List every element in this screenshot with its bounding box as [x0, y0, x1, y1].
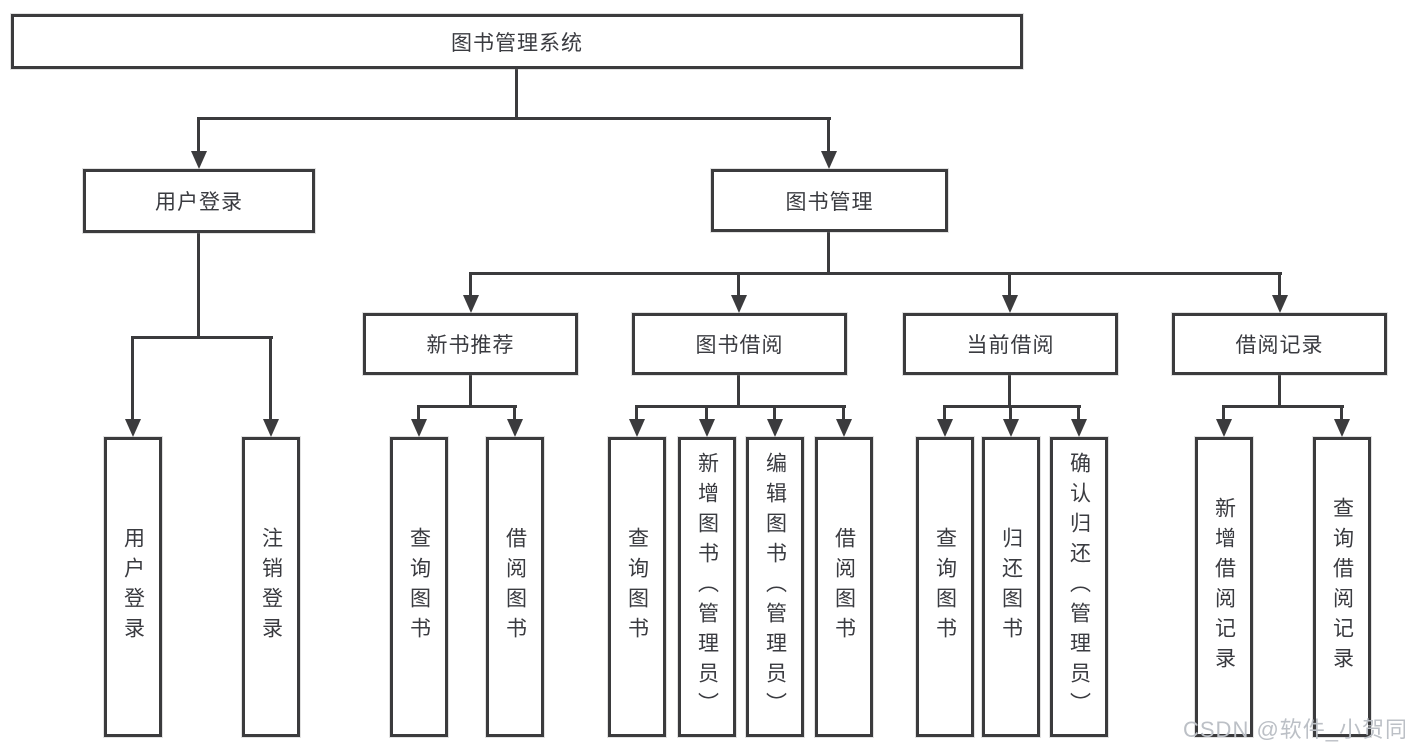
node-label: 注销登录: [259, 527, 283, 647]
node-label: 图书管理: [785, 190, 874, 214]
arrow-down-icon: [1071, 419, 1087, 437]
node-label: 当前借阅: [966, 334, 1055, 357]
node-label: 用户登录: [121, 527, 145, 647]
node-label: 新书推荐: [426, 334, 515, 357]
arrow-down-icon: [767, 419, 783, 437]
connector-vline: [773, 405, 776, 421]
node-book-management: 图书管理: [711, 169, 948, 232]
connector-vline: [635, 405, 638, 421]
connector-vline: [197, 233, 200, 338]
connector-vline: [737, 375, 740, 407]
node-label: 图书借阅: [695, 334, 784, 357]
leaf-user-login: 用户登录: [104, 437, 162, 737]
connector-vline: [705, 405, 708, 421]
node-label: 借阅图书: [503, 527, 527, 647]
arrow-down-icon: [411, 419, 427, 437]
arrow-down-icon: [699, 419, 715, 437]
arrow-down-icon: [821, 151, 837, 169]
connector-vline: [515, 69, 518, 119]
watermark: CSDN @软件_小贺同学: [1183, 717, 1405, 742]
arrow-down-icon: [1003, 419, 1019, 437]
arrow-down-icon: [836, 419, 852, 437]
arrow-down-icon: [125, 419, 141, 437]
leaf-query-books-current: 查询图书: [916, 437, 974, 737]
arrow-down-icon: [1272, 295, 1288, 313]
node-label: 归还图书: [999, 527, 1023, 647]
arrow-down-icon: [1334, 419, 1350, 437]
connector-vline: [131, 336, 134, 421]
node-label: 编辑图书（管理员）: [763, 452, 787, 722]
connector-vline: [827, 232, 830, 274]
connector-hline: [131, 336, 273, 339]
leaf-confirm-return-admin: 确认归还（管理员）: [1050, 437, 1108, 737]
connector-vline: [1009, 405, 1012, 421]
leaf-logout: 注销登录: [242, 437, 300, 737]
node-borrow-records: 借阅记录: [1172, 313, 1387, 375]
connector-vline: [513, 405, 516, 421]
node-book-borrow: 图书借阅: [632, 313, 847, 375]
arrow-down-icon: [1002, 295, 1018, 313]
leaf-borrow-books: 借阅图书: [815, 437, 873, 737]
connector-vline: [1222, 405, 1225, 421]
connector-hline: [417, 405, 517, 408]
node-label: 查询图书: [407, 527, 431, 647]
node-label: 借阅图书: [832, 527, 856, 647]
arrow-down-icon: [191, 151, 207, 169]
connector-hline: [198, 117, 831, 120]
connector-hline: [943, 405, 1081, 408]
connector-vline: [842, 405, 845, 421]
connector-vline: [737, 272, 740, 297]
connector-vline: [1278, 272, 1281, 297]
node-label: 用户登录: [155, 191, 243, 214]
connector-vline: [827, 117, 830, 153]
leaf-query-borrow-record: 查询借阅记录: [1313, 437, 1371, 737]
node-current-borrow: 当前借阅: [903, 313, 1118, 375]
connector-vline: [269, 336, 272, 421]
arrow-down-icon: [507, 419, 523, 437]
arrow-down-icon: [463, 295, 479, 313]
connector-vline: [197, 117, 200, 153]
node-label: 查询借阅记录: [1330, 497, 1354, 677]
leaf-borrow-books-recommend: 借阅图书: [486, 437, 544, 737]
connector-hline: [635, 405, 846, 408]
leaf-query-books-borrow: 查询图书: [608, 437, 666, 737]
connector-vline: [1008, 272, 1011, 297]
leaf-query-books-recommend: 查询图书: [390, 437, 448, 737]
node-label: 查询图书: [625, 527, 649, 647]
arrow-down-icon: [937, 419, 953, 437]
node-library-management-system: 图书管理系统: [11, 14, 1023, 69]
leaf-edit-book-admin: 编辑图书（管理员）: [746, 437, 804, 737]
connector-vline: [1340, 405, 1343, 421]
connector-vline: [469, 272, 472, 297]
connector-vline: [1077, 405, 1080, 421]
node-label: 新增借阅记录: [1212, 497, 1236, 677]
arrow-down-icon: [263, 419, 279, 437]
node-user-login: 用户登录: [83, 169, 315, 233]
arrow-down-icon: [1216, 419, 1232, 437]
node-label: 确认归还（管理员）: [1067, 452, 1091, 722]
connector-vline: [1278, 375, 1281, 407]
node-label: 新增图书（管理员）: [695, 452, 719, 722]
node-label: 借阅记录: [1235, 334, 1324, 357]
arrow-down-icon: [629, 419, 645, 437]
leaf-add-borrow-record: 新增借阅记录: [1195, 437, 1253, 737]
node-label: 查询图书: [933, 527, 957, 647]
connector-vline: [469, 375, 472, 407]
connector-vline: [417, 405, 420, 421]
node-label: 图书管理系统: [451, 31, 583, 55]
connector-hline: [1222, 405, 1344, 408]
arrow-down-icon: [731, 295, 747, 313]
connector-vline: [1008, 375, 1011, 407]
connector-vline: [943, 405, 946, 421]
connector-hline: [469, 272, 1282, 275]
leaf-return-book: 归还图书: [982, 437, 1040, 737]
leaf-add-book-admin: 新增图书（管理员）: [678, 437, 736, 737]
node-new-book-recommend: 新书推荐: [363, 313, 578, 375]
